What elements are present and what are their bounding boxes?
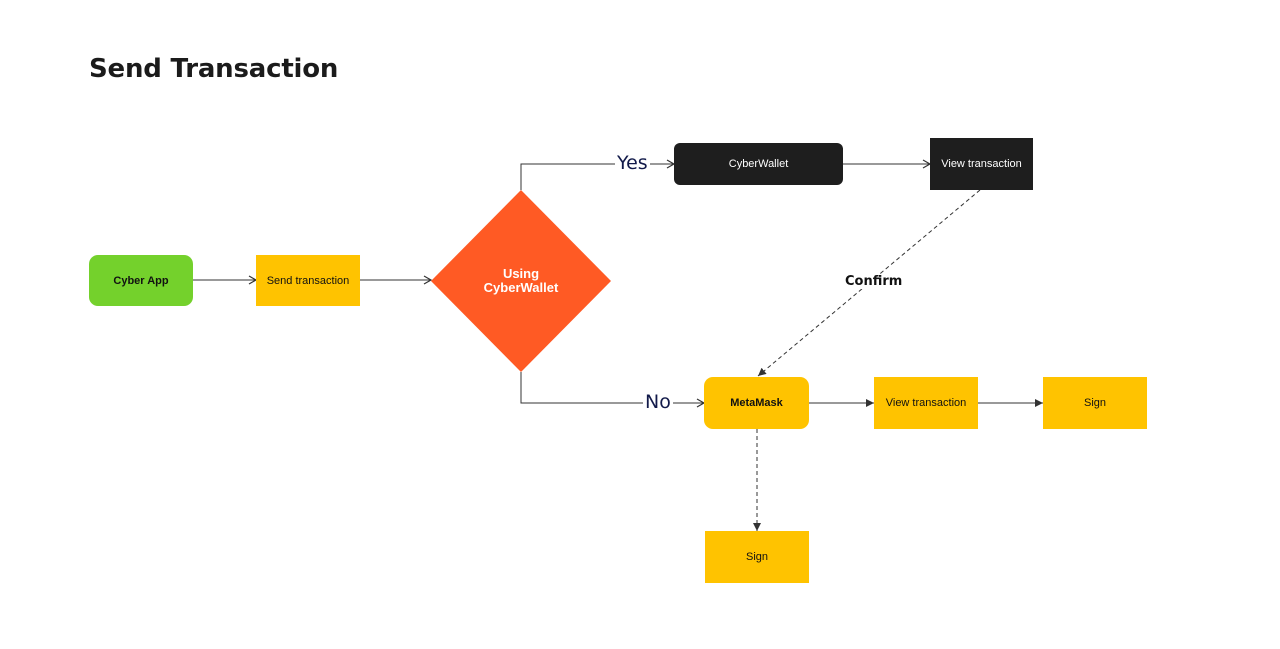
node-cyberwallet-label: CyberWallet — [728, 158, 789, 170]
node-view-transaction-bottom-label: View transaction — [885, 397, 967, 409]
decision-diamond-shape — [431, 190, 611, 372]
node-view-transaction-top-label: View transaction — [941, 158, 1022, 170]
node-view-transaction-bottom: View transaction — [874, 377, 978, 429]
node-decision-label: Using CyberWallet — [483, 266, 559, 295]
node-sign-right-label: Sign — [1083, 397, 1107, 409]
edge-confirm-dashed — [757, 189, 981, 377]
node-cyber-app-label: Cyber App — [113, 274, 169, 287]
node-sign-bottom-label: Sign — [745, 551, 769, 563]
edge-decision-no — [520, 372, 706, 408]
node-sign-right: Sign — [1043, 377, 1147, 429]
node-metamask: MetaMask — [704, 377, 809, 429]
edge-decision-yes — [520, 159, 676, 190]
node-send-transaction-label: Send transaction — [266, 274, 350, 287]
node-decision-using-cyberwallet: Using CyberWallet — [431, 190, 611, 372]
node-metamask-label: MetaMask — [730, 397, 783, 409]
edge-label-no: No — [643, 391, 673, 413]
node-cyberwallet: CyberWallet — [674, 143, 843, 185]
edge-label-confirm: Confirm — [845, 274, 903, 289]
edge-label-yes: Yes — [615, 152, 650, 174]
node-send-transaction: Send transaction — [256, 255, 360, 306]
node-view-transaction-top: View transaction — [930, 138, 1033, 190]
page-title: Send Transaction — [89, 54, 339, 84]
node-cyber-app: Cyber App — [89, 255, 193, 306]
node-sign-bottom: Sign — [705, 531, 809, 583]
